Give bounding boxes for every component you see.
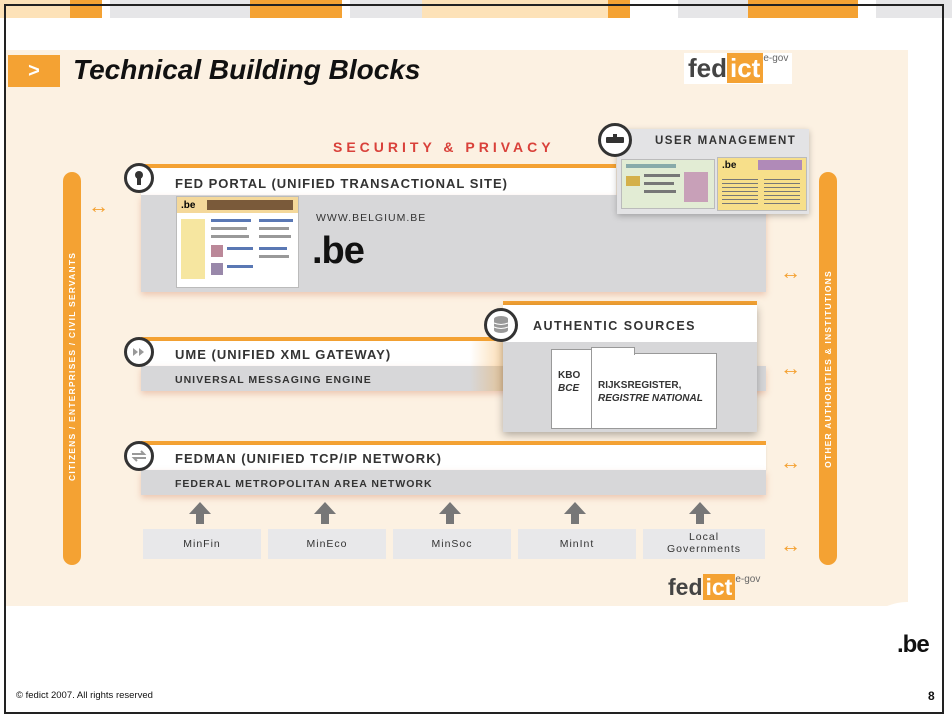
xml-gateway-icon [124, 337, 154, 367]
right-exchange-arrow-ume: ↔ [780, 357, 801, 380]
database-icon [484, 308, 518, 342]
right-authorities-bar [819, 172, 837, 565]
fedman-title: FEDMAN (UNIFIED TCP/IP NETWORK) [175, 451, 442, 466]
fedman-topline [141, 441, 766, 445]
service-label-minint: MinInt [559, 538, 595, 550]
service-label-minsoc: MinSoc [431, 538, 473, 550]
service-box-minsoc [393, 529, 511, 559]
be-logo-badge [857, 602, 952, 702]
service-box-local-governments [643, 529, 765, 559]
be-logo-portal: .be [312, 230, 365, 272]
id-card-image [621, 159, 715, 209]
service-box-minfin [143, 529, 261, 559]
right-exchange-arrow-portal: ↔ [780, 261, 801, 284]
left-audience-bar [63, 172, 81, 565]
service-box-minint [518, 529, 636, 559]
be-logo-corner: .be [897, 631, 930, 658]
ume-title: UME (UNIFIED XML GATEWAY) [175, 347, 392, 362]
fed-portal-topline [141, 164, 616, 168]
slide-frame [4, 4, 944, 714]
title-marker: > [8, 55, 60, 87]
key-icon [598, 123, 632, 157]
belgium-website-screenshot: .be [176, 196, 299, 288]
up-arrow-minfin [189, 502, 211, 514]
authentic-sources-topline [503, 301, 757, 305]
ume-subtitle: UNIVERSAL MESSAGING ENGINE [175, 374, 372, 386]
fed-portal-title: FED PORTAL (UNIFIED TRANSACTIONAL SITE) [175, 176, 508, 191]
rijksregister-folder: RIJKSREGISTER, REGISTRE NATIONAL [591, 347, 717, 429]
page-title: Technical Building Blocks [73, 54, 421, 85]
up-arrow-minsoc [439, 502, 461, 514]
fedman-subtitle: FEDERAL METROPOLITAN AREA NETWORK [175, 478, 433, 490]
service-label-mineco: MinEco [306, 538, 348, 550]
service-box-mineco [268, 529, 386, 559]
service-label-local: Local [688, 531, 720, 543]
keyhole-icon [124, 163, 154, 193]
authentic-sources-card: AUTHENTIC SOURCES KBO BCE RIJKSREGISTER,… [503, 305, 757, 432]
ume-header [141, 341, 503, 366]
fed-portal-url: WWW.BELGIUM.BE [316, 212, 427, 224]
page-number: 8 [928, 689, 935, 703]
fed-portal-header [141, 168, 616, 195]
service-label-governments: Governments [666, 543, 742, 555]
security-privacy-label: SECURITY & PRIVACY [333, 139, 555, 155]
user-management-card: USER MANAGEMENT .be [617, 129, 809, 214]
id-card-back-image: .be [717, 157, 807, 211]
user-management-title: USER MANAGEMENT [655, 135, 797, 147]
fedman-body [141, 470, 766, 495]
left-exchange-arrow: ↔ [88, 195, 109, 218]
up-arrow-mineco [314, 502, 336, 514]
up-arrow-minint [564, 502, 586, 514]
network-exchange-icon [124, 441, 154, 471]
copyright-footer: © fedict 2007. All rights reserved [16, 690, 153, 701]
authentic-sources-title: AUTHENTIC SOURCES [533, 319, 697, 333]
right-exchange-arrow-services: ↔ [780, 534, 801, 557]
ume-topline [141, 337, 503, 341]
up-arrow-local [689, 502, 711, 514]
service-label-minfin: MinFin [183, 538, 221, 550]
fedman-header [141, 445, 766, 470]
right-exchange-arrow-fedman: ↔ [780, 451, 801, 474]
